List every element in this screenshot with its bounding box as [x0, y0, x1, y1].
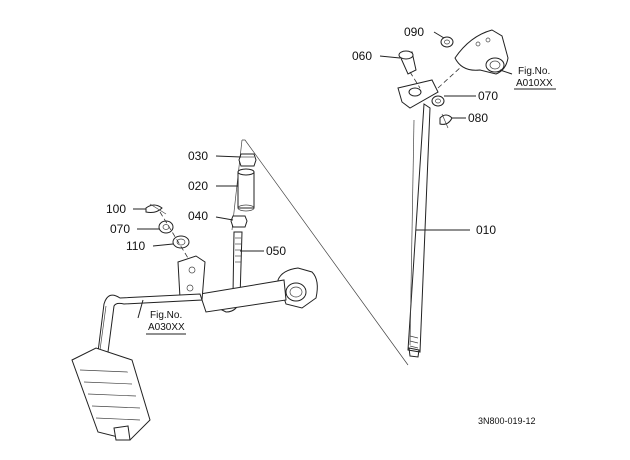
part-030-nut[interactable]: [238, 153, 257, 167]
label-050: 050: [266, 244, 286, 258]
label-070-left: 070: [110, 222, 130, 236]
part-080-clip[interactable]: [439, 113, 453, 129]
label-060: 060: [352, 49, 372, 63]
part-070-washer-right[interactable]: [431, 95, 445, 107]
label-090: 090: [404, 25, 424, 39]
fig-ref-right[interactable]: Fig.No. A010XX: [514, 66, 556, 90]
part-040-nut[interactable]: [230, 215, 248, 228]
drawing-code: 3N800-019-12: [478, 416, 536, 426]
leader-030: [215, 155, 242, 158]
assembly-guide-line: [242, 139, 409, 366]
part-100-clip[interactable]: [145, 203, 167, 215]
part-010-rod[interactable]: [397, 79, 439, 358]
leader-090: [433, 31, 445, 39]
fig-ref-left-title: Fig.No.: [150, 310, 182, 321]
fig-ref-left-code: A030XX: [148, 322, 185, 333]
label-100: 100: [106, 202, 126, 216]
part-pedal-plate: [437, 29, 509, 89]
part-090-washer[interactable]: [440, 36, 454, 48]
assembly-dash-left: [159, 211, 189, 259]
label-010: 010: [476, 223, 496, 237]
fig-ref-left[interactable]: Fig.No. A030XX: [146, 310, 186, 335]
part-070-washer-left[interactable]: [158, 220, 174, 234]
part-060-pin[interactable]: [398, 50, 421, 89]
label-040: 040: [188, 209, 208, 223]
leader-060: [379, 55, 401, 59]
label-080: 080: [468, 111, 488, 125]
part-110-washer[interactable]: [172, 235, 190, 249]
part-020-sleeve[interactable]: [237, 168, 255, 212]
label-070-right: 070: [478, 89, 498, 103]
fig-ref-right-code: A010XX: [516, 78, 553, 89]
leader-fig-left: [137, 299, 144, 319]
fig-ref-right-title: Fig.No.: [518, 66, 550, 77]
leader-040: [215, 216, 234, 221]
leader-110: [152, 243, 174, 247]
label-030: 030: [188, 149, 208, 163]
label-110: 110: [126, 239, 145, 253]
part-brake-pedal: [71, 255, 318, 441]
label-020: 020: [188, 179, 208, 193]
leader-fig-right: [499, 69, 513, 75]
